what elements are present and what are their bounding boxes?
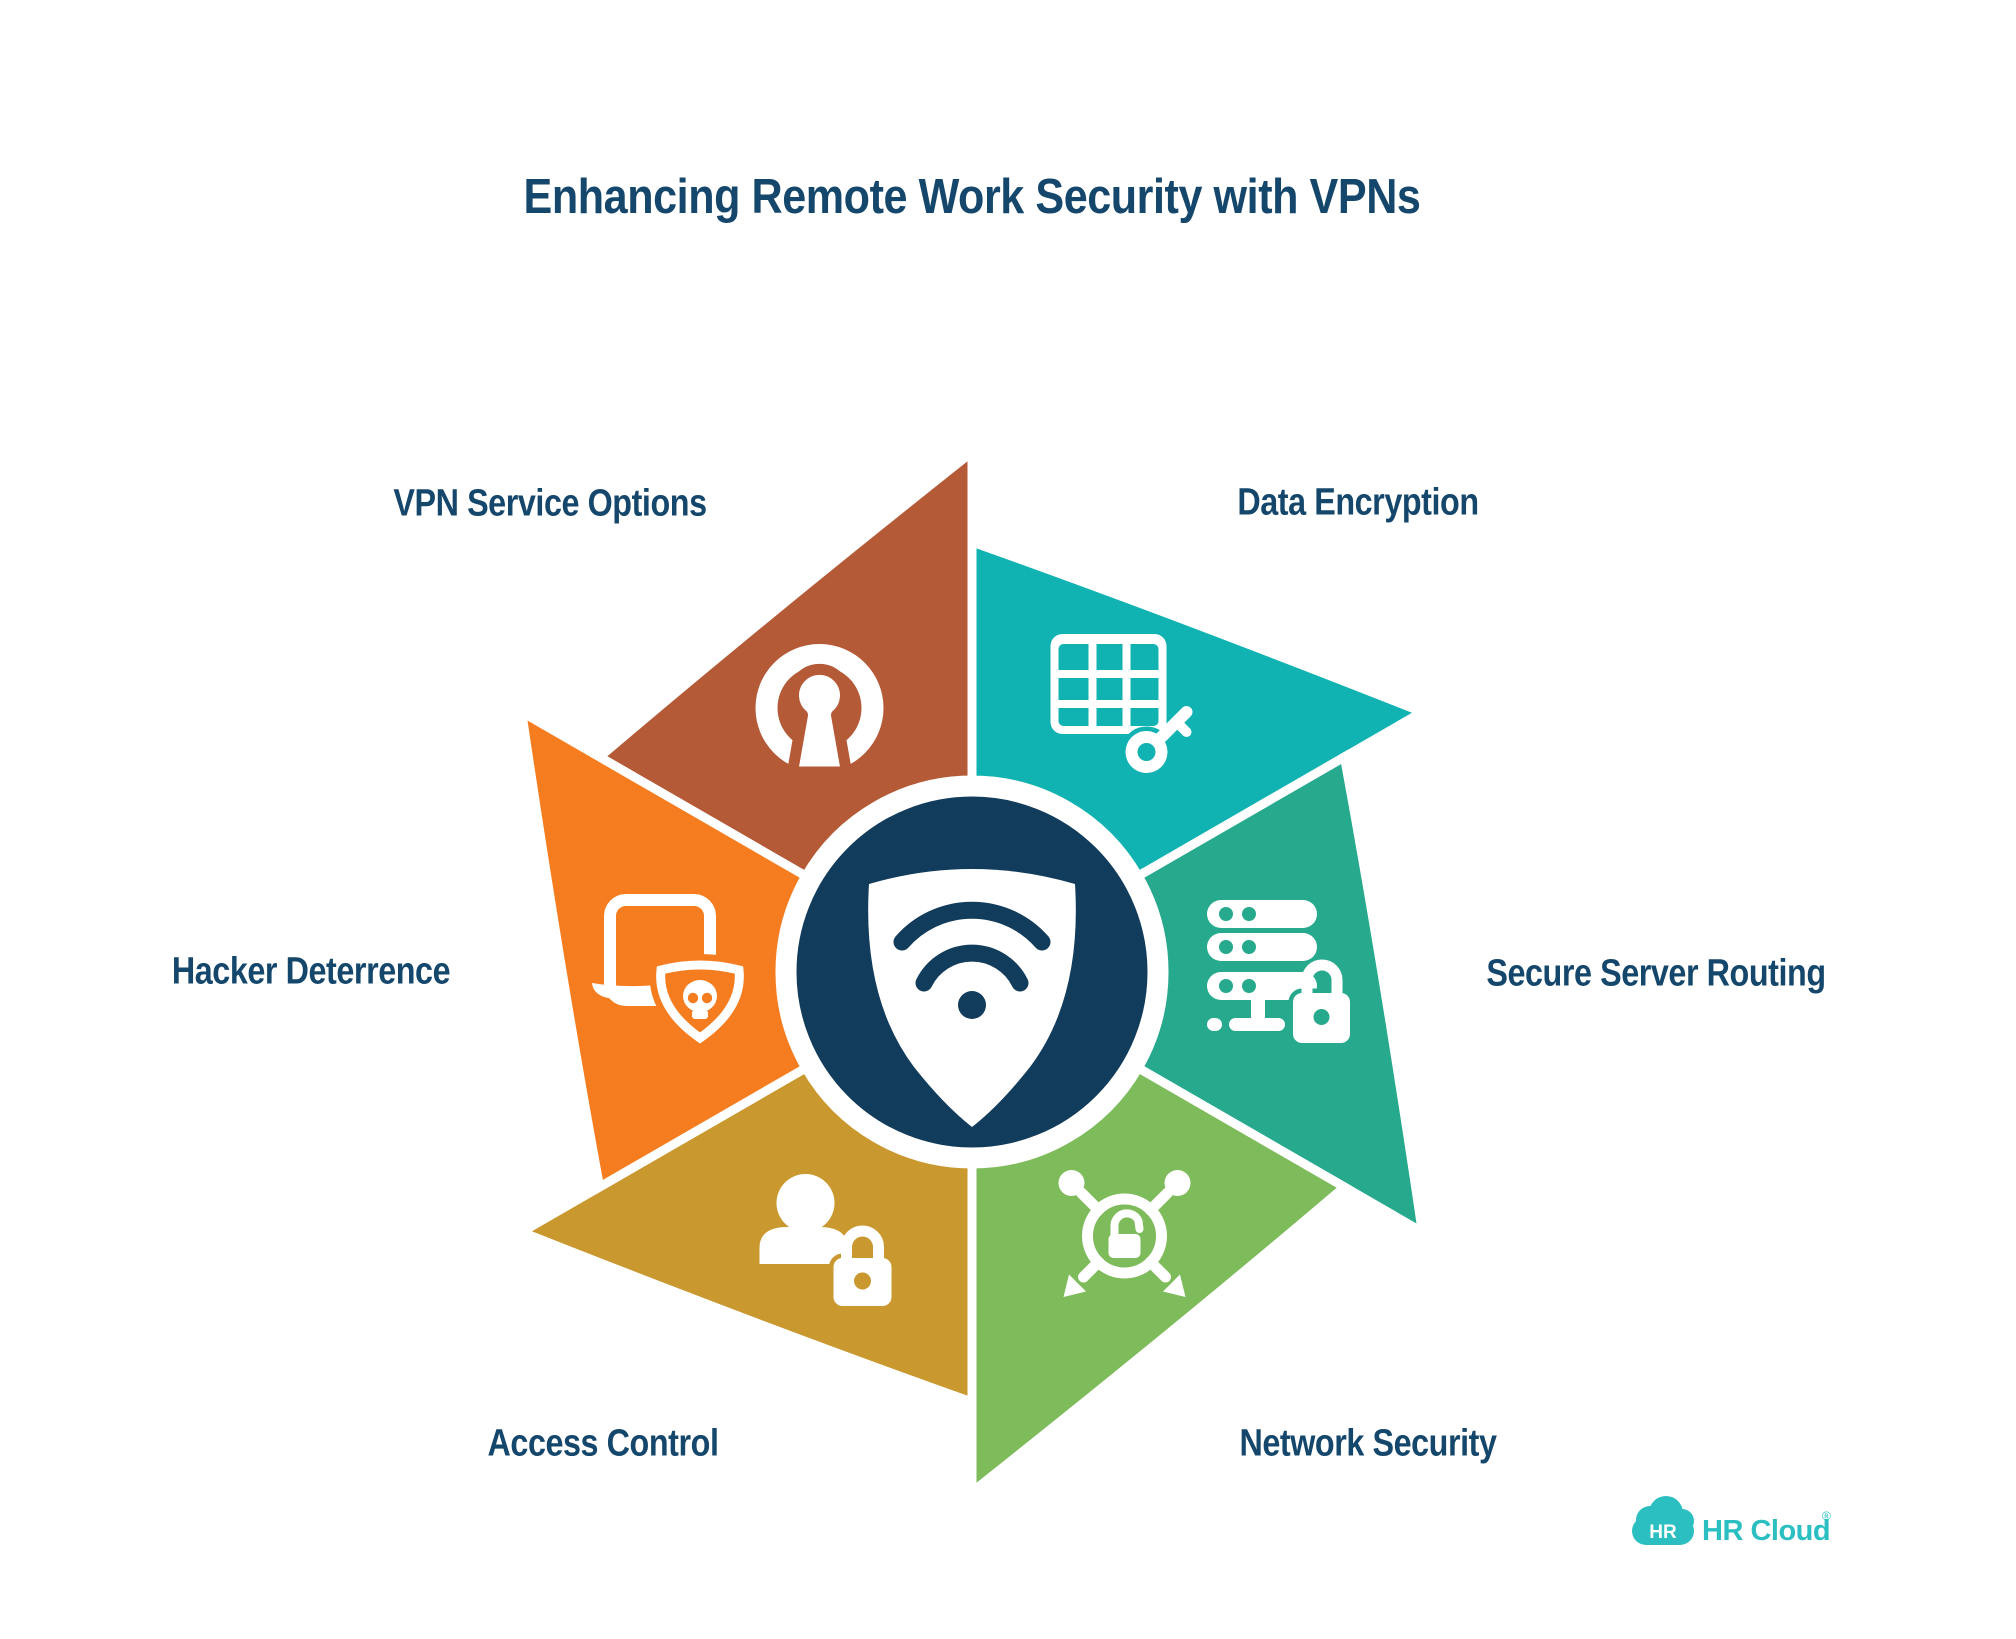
table-grid xyxy=(1058,644,1159,726)
logo-registered-mark: ® xyxy=(1822,1509,1831,1523)
table-key-icon xyxy=(1050,634,1193,778)
segment-label-access-control: Access Control xyxy=(487,1422,719,1465)
laptop-skull-icon xyxy=(592,894,751,1052)
hr-cloud-logo: HR HR Cloud ® xyxy=(1632,1496,1831,1547)
skull-shield xyxy=(649,954,751,1052)
petal-access-control xyxy=(511,1061,977,1409)
logo-badge: HR xyxy=(1649,1522,1677,1543)
segment-label-hacker-deterrence: Hacker Deterrence xyxy=(171,950,451,993)
segment-label-vpn-service-options: VPN Service Options xyxy=(393,482,707,525)
openvpn-icon xyxy=(755,644,884,778)
server-rack xyxy=(1207,900,1317,1031)
open-padlock xyxy=(1108,1209,1144,1258)
page-title: Enhancing Remote Work Security with VPNs xyxy=(523,170,1421,224)
node-dot xyxy=(1164,1170,1191,1196)
key xyxy=(1121,706,1193,778)
node-dot xyxy=(1058,1170,1085,1196)
arrowhead xyxy=(1063,1274,1086,1297)
server-leds xyxy=(1219,907,1256,993)
person-head xyxy=(776,1174,835,1232)
person-lock-icon xyxy=(759,1174,896,1311)
arrowhead xyxy=(1163,1274,1186,1297)
wifi-shield-icon xyxy=(868,869,1076,1127)
laptop-base xyxy=(592,983,657,1000)
center-hub xyxy=(787,787,1157,1157)
wifi-dot xyxy=(958,991,986,1019)
network-lock-icon xyxy=(1058,1170,1191,1297)
padlock xyxy=(829,1225,896,1311)
petal-hacker-deterrence xyxy=(515,703,812,1195)
segment-label-data-encryption: Data Encryption xyxy=(1237,481,1479,524)
wifi-arcs xyxy=(893,901,1051,992)
segment-label-network-security: Network Security xyxy=(1239,1422,1497,1465)
petal-data-encryption xyxy=(967,535,1433,883)
cloud-icon xyxy=(1632,1496,1694,1545)
server-lock-icon xyxy=(1207,900,1355,1048)
padlock xyxy=(1288,959,1355,1048)
segment-label-secure-server-routing: Secure Server Routing xyxy=(1486,952,1826,995)
person-body xyxy=(759,1227,848,1264)
keyhole xyxy=(787,663,852,778)
logo-text: HR Cloud xyxy=(1702,1515,1830,1547)
